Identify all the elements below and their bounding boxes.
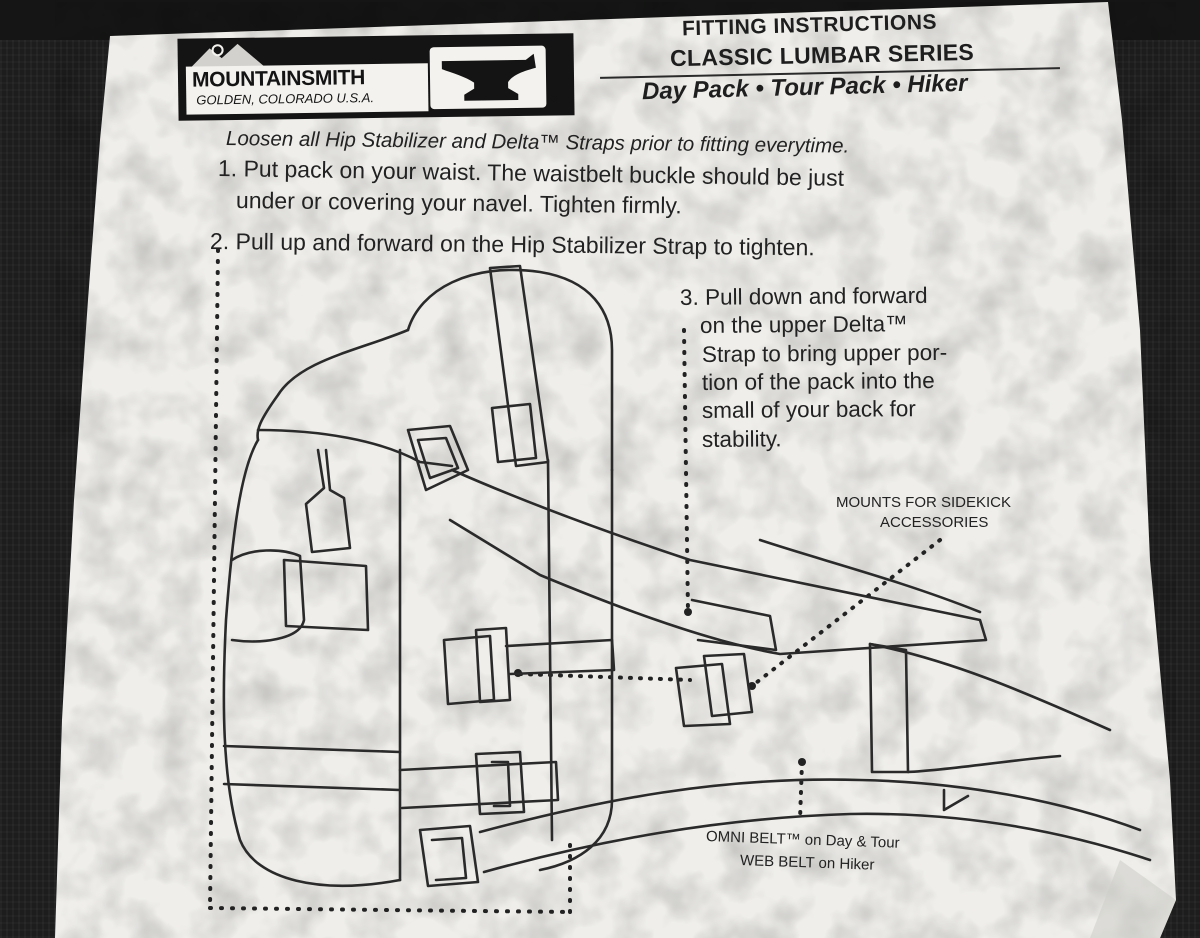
intro-text: Loosen all Hip Stabilizer and Delta™ Str… [225,127,850,158]
step-3-line: 3. Pull down and forward [679,282,928,310]
step-3-line: Strap to bring upper por- [701,339,948,367]
step-3-line: small of your back for [701,396,916,423]
belt-label-line-1: OMNI BELT™ on Day & Tour [705,828,900,852]
brand-name: MOUNTAINSMITH [191,66,366,92]
mounts-label-line-2: ACCESSORIES [880,514,989,531]
step-1-line-1: 1. Put pack on your waist. The waistbelt… [217,155,845,191]
step-2: 2. Pull up and forward on the Hip Stabil… [209,228,815,261]
step-3-line: on the upper Delta™ [699,311,908,338]
mountain-logo-icon [187,43,268,71]
registered-mark: ® [550,93,558,105]
anvil-icon [441,53,536,101]
anvil-logo-panel [429,45,547,110]
step-1-line-2: under or covering your navel. Tighten fi… [235,187,682,219]
mounts-label-line-1: MOUNTS FOR SIDEKICK [836,494,1012,511]
brand-location: GOLDEN, COLORADO U.S.A. [196,90,375,108]
logo-text-panel: MOUNTAINSMITH GOLDEN, COLORADO U.S.A. [185,63,429,115]
mountainsmith-logo: MOUNTAINSMITH GOLDEN, COLORADO U.S.A. ® [177,33,575,121]
series-heading: CLASSIC LUMBAR SERIES [669,38,975,72]
belt-label-line-2: WEB BELT on Hiker [739,852,875,874]
step-3-line: tion of the pack into the [701,367,935,395]
step-3-line: stability. [701,426,782,452]
fitting-instructions-heading: FITTING INSTRUCTIONS [681,10,938,41]
